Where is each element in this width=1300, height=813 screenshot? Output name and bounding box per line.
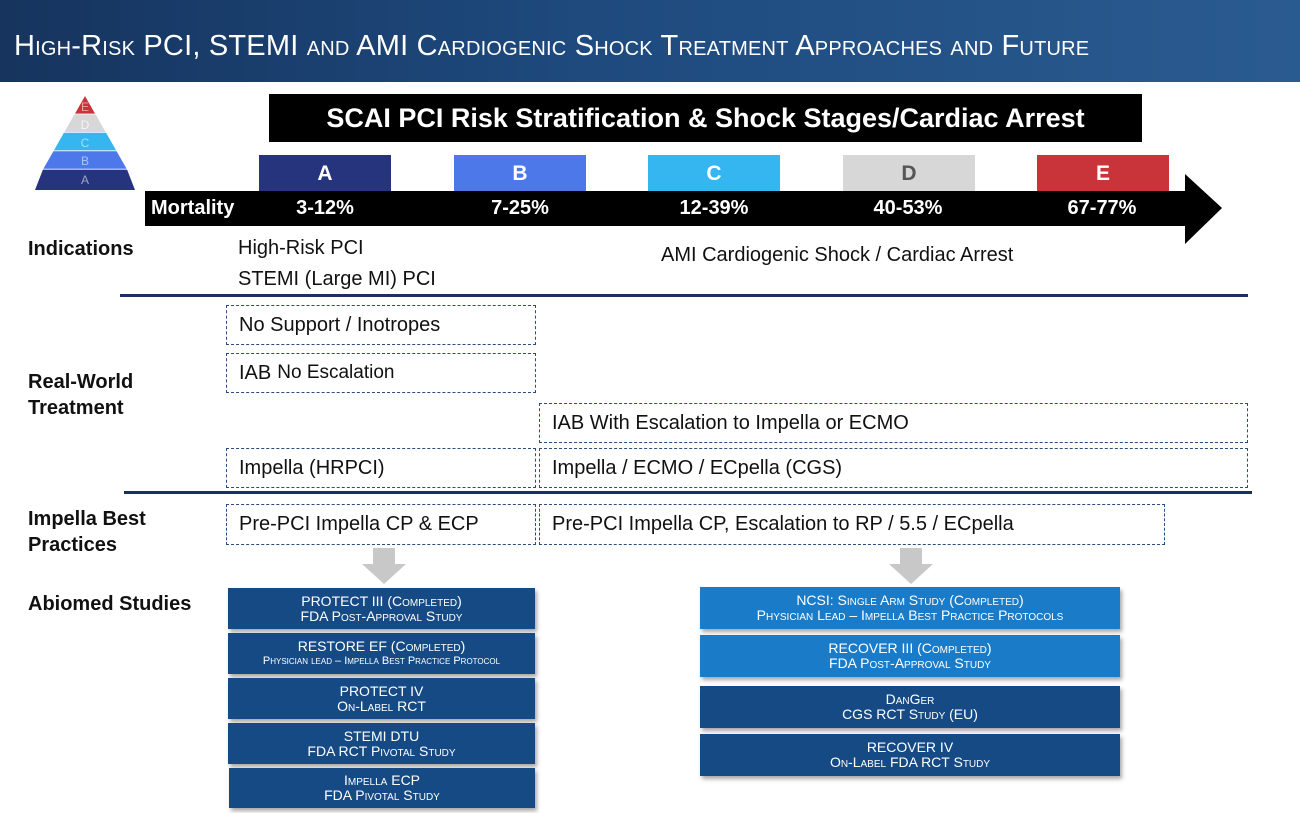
iab-label: IAB [239, 361, 272, 384]
real-world-label-line2: Treatment [28, 397, 124, 419]
impella-best-practices-label: Impella Best Practices [28, 506, 146, 558]
study-name: RECOVER IV [866, 739, 954, 755]
study-danger: DanGer CGS RCT Study (EU) [700, 686, 1120, 728]
stage-e-box: E [1037, 155, 1169, 191]
treatment-impella-hrpci-box: Impella (HRPCI) [226, 448, 536, 488]
section-divider [124, 491, 1252, 494]
study-ncsi: NCSI: Single Arm Study (Completed) Physi… [700, 587, 1120, 629]
study-impella-ecp: Impella ECP FDA Pivotal Study [229, 768, 535, 808]
stage-b-box: B [454, 155, 586, 191]
pyramid-letter: A [81, 173, 89, 187]
study-detail: FDA RCT Pivotal Study [307, 742, 456, 759]
study-detail: On-Label RCT [337, 697, 426, 714]
pyramid-level-b [43, 151, 127, 169]
stage-c-box: C [648, 155, 780, 191]
study-protect-iv: PROTECT IV On-Label RCT [228, 678, 535, 719]
study-detail: FDA Pivotal Study [324, 787, 440, 803]
pyramid-letter: C [81, 136, 90, 150]
best-practices-label-line2: Practices [28, 534, 117, 556]
pyramid-level-c [53, 132, 117, 151]
mortality-label: Mortality [151, 197, 235, 219]
down-arrow-icon [889, 548, 933, 584]
title-bar: High-Risk PCI, STEMI and AMI Cardiogenic… [0, 0, 1300, 82]
indication-stemi-pci: STEMI (Large MI) PCI [238, 268, 436, 290]
section-divider [120, 294, 1248, 297]
pyramid-letter: B [81, 154, 89, 168]
study-detail: FDA Post-Approval Study [300, 607, 463, 624]
study-recover-iii: RECOVER III (Completed) FDA Post-Approva… [700, 635, 1120, 677]
study-recover-iv: RECOVER IV On-Label FDA RCT Study [700, 734, 1120, 776]
study-detail: FDA Post-Approval Study [829, 655, 991, 671]
treatment-iab-escalation-box: IAB With Escalation to Impella or ECMO [539, 403, 1248, 443]
study-detail: CGS RCT Study (EU) [842, 706, 978, 722]
indication-cardiogenic-shock: AMI Cardiogenic Shock / Cardiac Arrest [661, 244, 1014, 266]
pyramid-level-a [35, 169, 135, 190]
study-name: NCSI: Single Arm Study (Completed) [796, 592, 1024, 608]
indications-label: Indications [28, 238, 134, 260]
real-world-label-line1: Real-World [28, 371, 134, 393]
study-name: DanGer [885, 691, 935, 707]
pyramid-letter: E [81, 100, 89, 114]
indication-high-risk-pci: High-Risk PCI [238, 237, 364, 259]
best-practices-label-line1: Impella Best [28, 508, 146, 530]
stage-d-box: D [843, 155, 975, 191]
real-world-treatment-label: Real-World Treatment [28, 369, 133, 421]
no-escalation-label: No Escalation [277, 362, 395, 383]
mortality-stage-e: 67-77% [1067, 197, 1137, 219]
pyramid-level-d [64, 114, 106, 132]
best-practice-left-box: Pre-PCI Impella CP & ECP [226, 504, 536, 545]
stage-a-box: A [259, 155, 391, 191]
mortality-stage-b: 7-25% [491, 197, 549, 219]
mortality-stage-d: 40-53% [873, 197, 943, 219]
study-name: PROTECT IV [339, 682, 424, 699]
study-protect-iii: PROTECT III (Completed) FDA Post-Approva… [228, 588, 535, 629]
study-name: RESTORE EF (Completed) [297, 637, 466, 654]
pyramid-level-e [75, 96, 95, 114]
shock-stage-pyramid-icon: E D C B A [35, 96, 135, 190]
mortality-arrow [145, 174, 1222, 244]
best-practice-right-box: Pre-PCI Impella CP, Escalation to RP / 5… [539, 504, 1165, 545]
study-stemi-dtu: STEMI DTU FDA RCT Pivotal Study [228, 723, 535, 764]
study-name: STEMI DTU [343, 727, 420, 744]
study-detail: On-Label FDA RCT Study [829, 754, 991, 770]
abiomed-studies-label: Abiomed Studies [28, 593, 192, 615]
study-restore-ef: RESTORE EF (Completed) Physician lead – … [228, 633, 535, 674]
slide-title: High-Risk PCI, STEMI and AMI Cardiogenic… [14, 30, 1090, 62]
treatment-no-support-box: No Support / Inotropes [226, 305, 536, 345]
study-name: PROTECT III (Completed) [301, 592, 462, 609]
mortality-stage-a: 3-12% [296, 197, 354, 219]
risk-stratification-banner: SCAI PCI Risk Stratification & Shock Sta… [269, 94, 1142, 142]
pyramid-letter: D [81, 118, 90, 132]
study-name: Impella ECP [343, 772, 421, 788]
treatment-iab-no-escalation-box: IAB No Escalation [226, 353, 536, 393]
study-name: RECOVER III (Completed) [828, 640, 992, 656]
treatment-impella-ecmo-box: Impella / ECMO / ECpella (CGS) [539, 448, 1248, 488]
down-arrow-icon [362, 548, 406, 584]
study-detail: Physician lead – Impella Best Practice P… [262, 654, 501, 667]
study-detail: Physician Lead – Impella Best Practice P… [756, 607, 1064, 623]
mortality-stage-c: 12-39% [679, 197, 749, 219]
